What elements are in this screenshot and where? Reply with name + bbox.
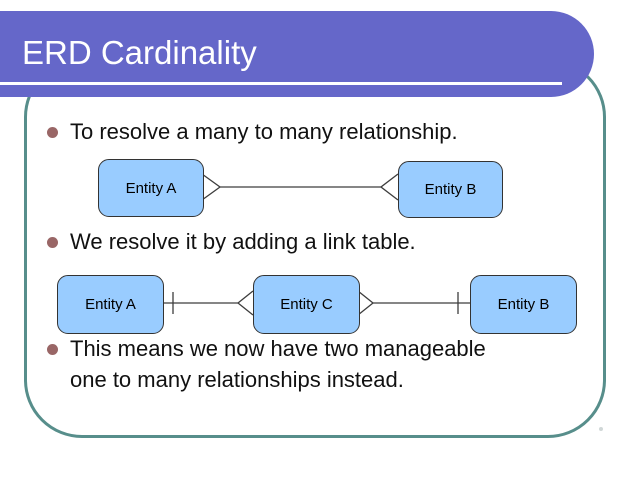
entity-label: Entity C	[280, 296, 333, 313]
d2-entity-c-box: Entity C	[253, 275, 360, 334]
d2-entity-b-box: Entity B	[470, 275, 577, 334]
entity-label: Entity A	[125, 179, 177, 197]
entity-label: Entity B	[424, 181, 477, 198]
bullet-line: We resolve it by adding a link table.	[70, 229, 416, 254]
d1-entity-b-box: Entity B	[398, 161, 503, 218]
crows-foot-many-icon	[357, 290, 375, 316]
page-title: ERD Cardinality	[22, 34, 257, 71]
footer-dot	[599, 427, 603, 431]
bullet-dot-icon	[47, 344, 58, 355]
title-underline	[0, 82, 562, 85]
entity-label: Entity B	[497, 296, 550, 313]
crows-foot-many-icon	[236, 290, 254, 316]
bullet-line: To resolve a many to many relationship.	[70, 119, 458, 144]
bullet-item-3: This means we now have two manageable on…	[70, 333, 486, 395]
bullet-dot-icon	[47, 237, 58, 248]
bullet-line: one to many relationships instead.	[70, 367, 404, 392]
d2-entity-a-box: Entity A	[57, 275, 164, 334]
entity-label: Entity A	[85, 296, 136, 313]
bullet-line: This means we now have two manageable	[70, 336, 486, 361]
bullet-item-1: To resolve a many to many relationship.	[70, 116, 458, 147]
d1-entity-a-box: Entity A	[98, 159, 204, 217]
bullet-dot-icon	[47, 127, 58, 138]
crows-foot-many-icon	[201, 173, 222, 201]
crows-foot-many-icon	[379, 173, 399, 201]
bullet-item-2: We resolve it by adding a link table.	[70, 226, 416, 257]
